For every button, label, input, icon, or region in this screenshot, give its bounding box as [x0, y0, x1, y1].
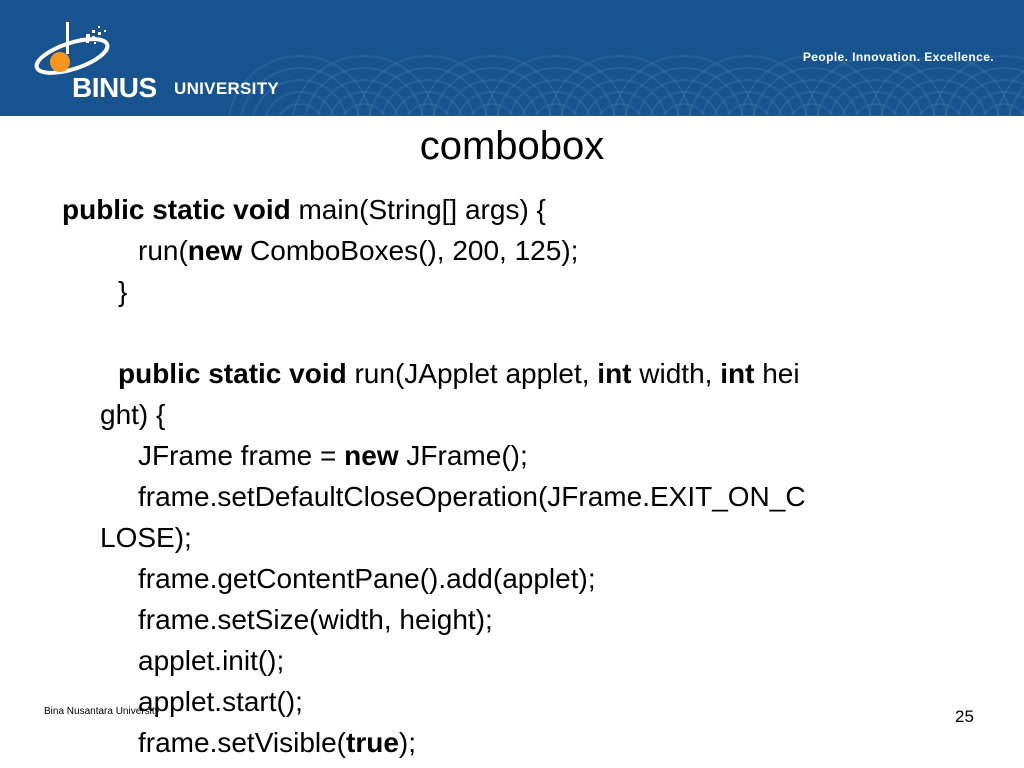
code-text: run(JApplet applet,: [346, 358, 598, 389]
code-keyword: int: [597, 358, 632, 389]
code-text: frame.setSize(width, height);: [138, 604, 493, 635]
code-text: frame.getContentPane().add(applet);: [138, 563, 596, 594]
code-keyword: new: [187, 235, 243, 266]
code-text: width,: [631, 358, 721, 389]
slide-title: combobox: [419, 124, 605, 168]
code-text: main(String[] args) {: [290, 194, 546, 225]
code-line: applet.init();: [138, 641, 284, 682]
logo-emblem-icon: [34, 22, 110, 75]
code-keyword: public static void: [118, 358, 347, 389]
code-block: public static void main(String[] args) {…: [0, 190, 1024, 768]
code-text: JFrame frame =: [138, 440, 345, 471]
code-keyword: true: [346, 727, 399, 758]
code-keyword: int: [720, 358, 755, 389]
code-keyword: new: [344, 440, 399, 471]
footer-organization: Bina Nusantara University: [44, 706, 160, 717]
code-line: run(new ComboBoxes(), 200, 125);: [138, 231, 578, 272]
logo-brand-text: BINUS: [72, 72, 157, 103]
code-text: applet.init();: [138, 645, 285, 676]
code-line: frame.setVisible(true);: [138, 723, 416, 764]
code-text: frame.setDefaultCloseOperation(JFrame.EX…: [138, 481, 806, 512]
code-line: JFrame frame = new JFrame();: [138, 436, 528, 477]
code-text: run(: [138, 235, 188, 266]
code-text: hei: [754, 358, 800, 389]
code-text: }: [118, 276, 128, 307]
code-line: public static void main(String[] args) {: [62, 190, 546, 231]
code-text: LOSE);: [100, 522, 192, 553]
code-text: frame.setVisible(: [138, 727, 347, 758]
logo-university-text: UNIVERSITY: [174, 79, 280, 98]
code-line: frame.getContentPane().add(applet);: [138, 559, 596, 600]
code-line: frame.setDefaultCloseOperation(JFrame.EX…: [138, 477, 806, 518]
code-line: }: [118, 272, 127, 313]
binus-logo: BINUS UNIVERSITY: [22, 18, 302, 104]
code-line: ght) {: [100, 395, 165, 436]
code-line: frame.setSize(width, height);: [138, 600, 493, 641]
code-text: );: [398, 727, 417, 758]
code-line: applet.start();: [138, 682, 303, 723]
page-number: 25: [955, 707, 974, 726]
code-text: JFrame();: [398, 440, 528, 471]
code-text: ComboBoxes(), 200, 125);: [242, 235, 579, 266]
code-keyword: public static void: [62, 194, 291, 225]
tagline: People. Innovation. Excellence.: [802, 50, 994, 64]
code-line: public static void run(JApplet applet, i…: [118, 354, 800, 395]
code-line: LOSE);: [100, 518, 192, 559]
header-wave-pattern: [228, 55, 1024, 116]
code-text: applet.start();: [138, 686, 303, 717]
code-text: ght) {: [100, 399, 166, 430]
header-banner: BINUS UNIVERSITY People. Innovation. Exc…: [0, 0, 1024, 116]
